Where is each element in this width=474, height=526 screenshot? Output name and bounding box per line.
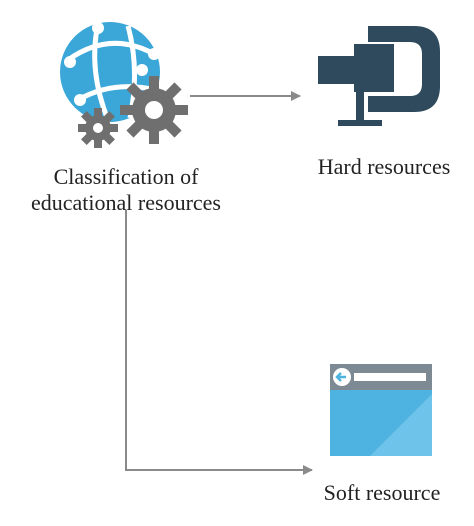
root-node-label-line1: Classification of (53, 164, 199, 189)
root-node-label: Classification of educational resources (18, 164, 234, 216)
browser-window-icon (330, 364, 432, 456)
root-node-label-line2: educational resources (31, 190, 221, 215)
hard-node-label: Hard resources (317, 154, 451, 179)
soft-node-label: Soft resource (323, 480, 441, 505)
clamp-icon (318, 26, 440, 126)
edge-root-to-soft (125, 210, 313, 475)
globe-with-gears-icon (60, 22, 188, 148)
